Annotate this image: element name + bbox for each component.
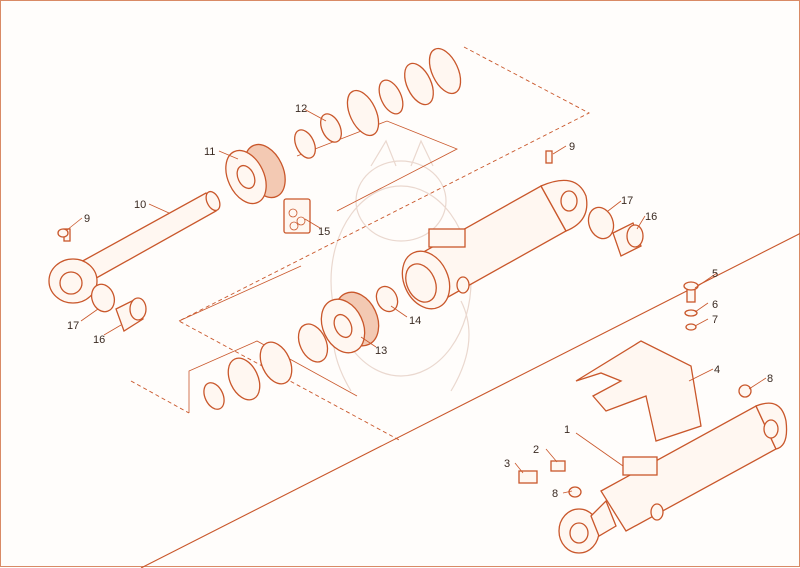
top-seal-rings — [294, 47, 462, 159]
label-17-right: 17 — [621, 195, 633, 207]
piston-head-part — [225, 143, 286, 205]
label-8-lower: 8 — [552, 488, 558, 500]
label-8-right: 8 — [767, 373, 773, 385]
label-12: 12 — [295, 103, 307, 115]
guard-plate-part — [575, 340, 702, 442]
label-9-left: 9 — [84, 213, 90, 225]
seal-kit-part — [283, 198, 311, 234]
label-7: 7 — [712, 314, 718, 326]
label-5: 5 — [712, 268, 718, 280]
cylinder-barrel-upper — [401, 150, 588, 310]
label-16-right: 16 — [645, 211, 657, 223]
bolt-washer-group — [683, 281, 699, 331]
label-6: 6 — [712, 299, 718, 311]
assembled-cylinder-part — [558, 384, 788, 554]
label-16-left: 16 — [93, 334, 105, 346]
fitting-group — [57, 228, 582, 498]
leader-lines — [66, 108, 767, 494]
callout-labels: 5 6 7 4 8 1 2 3 8 9 9 10 11 12 13 14 15 … — [67, 103, 773, 500]
label-9-right: 9 — [569, 141, 575, 153]
piston-rod-part — [48, 190, 221, 304]
label-17-left: 17 — [67, 320, 79, 332]
piston-seal-group — [203, 285, 399, 410]
label-3: 3 — [504, 458, 510, 470]
label-15: 15 — [318, 226, 330, 238]
label-4: 4 — [714, 364, 720, 376]
group-bracket-lines — [178, 120, 458, 413]
label-2: 2 — [533, 444, 539, 456]
label-14: 14 — [409, 315, 421, 327]
label-1: 1 — [564, 424, 570, 436]
label-10: 10 — [134, 199, 146, 211]
label-11: 11 — [204, 146, 215, 158]
exploded-guide-dashes — [130, 46, 590, 442]
label-13: 13 — [375, 345, 387, 357]
bush-rings-right — [587, 206, 644, 257]
rod-end-bush-left — [90, 283, 147, 332]
